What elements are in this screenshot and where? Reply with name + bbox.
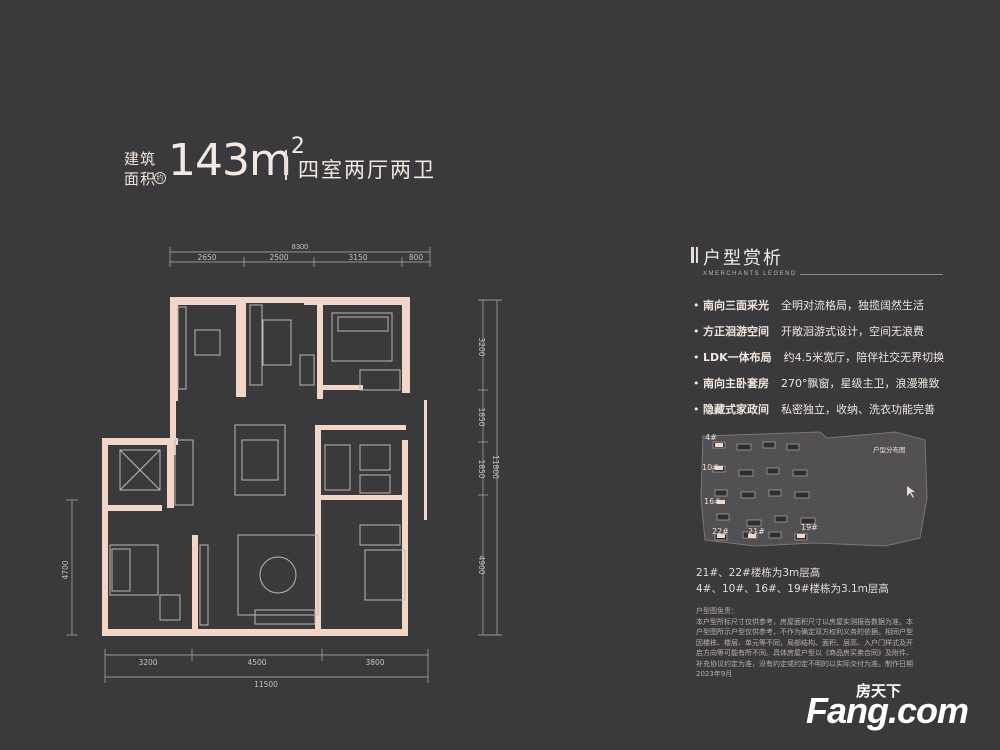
panel-title: 户型赏析 (703, 248, 783, 269)
dim-top-1: 2650 (197, 253, 216, 262)
dim-left: 4700 (61, 560, 70, 579)
site-building-21: 21# (748, 527, 765, 536)
panel-title-bar (691, 247, 694, 263)
dim-top-3: 3150 (348, 253, 367, 262)
dim-bottom-2: 4500 (247, 658, 266, 667)
dim-top-4: 800 (409, 253, 424, 262)
dim-right-2: 1850 (477, 407, 486, 426)
dim-right-1: 3200 (477, 337, 486, 356)
dim-right-3: 1850 (477, 459, 486, 478)
feature-item: • 方正洄游空间开敞洄游式设计，空间无浪费 (693, 325, 924, 338)
dim-right-4: 4900 (477, 555, 486, 574)
panel-subtitle: XMERCHANTS LEGEND (703, 271, 797, 277)
site-map-title: 户型分布图 (873, 445, 906, 454)
dim-top-total: 8300 (292, 242, 309, 251)
feature-item: • LDK一体布局约4.5米宽厅，陪伴社交无界切换 (693, 351, 945, 364)
unit-type: 四室两厅两卫 (298, 158, 436, 182)
site-building-22: 22# (712, 527, 729, 536)
dim-bottom-total: 11500 (254, 680, 278, 689)
area-prefix-badge: 约 (154, 172, 166, 184)
dim-right-total: 11800 (491, 455, 500, 479)
disclaimer: 户型图免责： 本户型所标尺寸仅供参考，房屋面积尺寸以房屋实测报告数据为准。本 户… (696, 607, 913, 678)
title-divider (285, 150, 287, 180)
walls (102, 297, 427, 636)
area-label: 建筑 面积 (124, 150, 157, 188)
feature-item: • 隐藏式家政间私密独立，收纳、洗衣功能完善 (693, 403, 935, 416)
site-building-19: 19# (801, 523, 818, 532)
floor-heights: 21#、22#楼栋为3m层高 4#、10#、16#、19#楼栋为3.1m层高 (696, 567, 889, 595)
dim-bottom-1: 3200 (138, 658, 157, 667)
site-building-16: 16# (704, 497, 721, 506)
area-value: 143m2 (168, 134, 305, 186)
compass-icon (907, 486, 915, 498)
feature-item: • 南向三面采光全明对流格局，独揽阔然生活 (693, 299, 924, 312)
fang-watermark: 房天下 Fang.com (806, 682, 969, 731)
panel-title-bar-2 (696, 247, 698, 263)
dim-top-2: 2500 (269, 253, 288, 262)
subtitle-rule (800, 274, 943, 275)
feature-list: • 南向三面采光全明对流格局，独揽阔然生活 • 方正洄游空间开敞洄游式设计，空间… (693, 297, 944, 417)
site-map: 4# 10# 16# 22# 21# 19# 户型分布图 (700, 431, 928, 547)
site-building-4: 4# (705, 433, 717, 442)
site-building-10: 10# (702, 463, 719, 472)
dim-bottom-3: 3800 (365, 658, 384, 667)
floor-plan: 8300 2650 2500 3150 800 3200 4500 3800 1… (61, 242, 502, 689)
furniture (109, 304, 406, 626)
